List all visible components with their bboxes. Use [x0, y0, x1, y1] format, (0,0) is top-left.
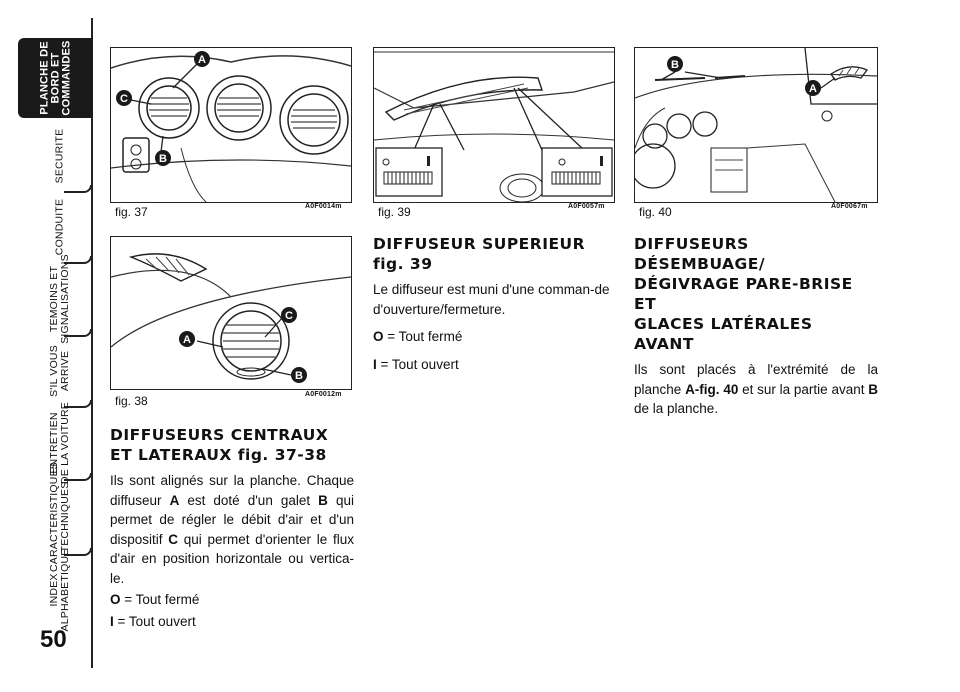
figure-40-label: fig. 40	[639, 205, 672, 219]
callout-c: C	[116, 90, 132, 106]
closed-position-text: O = Tout fermé	[110, 592, 200, 607]
tab-separator	[64, 329, 92, 337]
callout-a: A	[805, 80, 821, 96]
page-number: 50	[40, 626, 67, 653]
section-upper-vent: DIFFUSEUR SUPERIEUR fig. 39 Le diffuseur…	[373, 234, 617, 374]
svg-text:C: C	[120, 93, 128, 105]
side-vent-illustration: C A B	[111, 253, 351, 383]
section-demist-vents: DIFFUSEURS DÉSEMBUAGE/ DÉGIVRAGE PARE-BR…	[634, 234, 878, 419]
tab-label: SECURITE	[53, 128, 66, 184]
chapter-tab-strip: PLANCHE DE BORD ET COMMANDES SECURITE CO…	[0, 0, 100, 692]
tab-separator	[64, 185, 92, 193]
section-paragraph: Le diffuseur est muni d'une comman-de d'…	[373, 282, 610, 317]
figure-37-label: fig. 37	[115, 205, 148, 219]
callout-b: B	[291, 367, 307, 383]
tab-label: CONDUITE	[53, 198, 66, 256]
dashboard-vents-illustration: A C B	[111, 51, 351, 202]
tab-caracteristiques[interactable]: CARACTERISTIQUES TECHNIQUES	[28, 462, 92, 572]
tab-label: INDEX ALPHABETIQUE	[48, 548, 71, 632]
open-position-text: I = Tout ouvert	[373, 356, 459, 372]
figure-40-code: A0F0067m	[831, 203, 868, 210]
section-central-vents: DIFFUSEURS CENTRAUX ET LATERAUX fig. 37-…	[110, 425, 354, 631]
figure-37-code: A0F0014m	[305, 203, 342, 210]
tab-temoins[interactable]: TEMOINS ET SIGNALISATIONS	[28, 254, 92, 344]
tab-strip-divider	[91, 18, 93, 668]
svg-text:B: B	[671, 59, 679, 71]
svg-text:C: C	[285, 310, 293, 322]
section-title: DIFFUSEUR SUPERIEUR fig. 39	[373, 235, 586, 273]
section-paragraph: Ils sont placés à l'extrémité de la plan…	[634, 362, 878, 416]
svg-text:A: A	[183, 334, 191, 346]
figure-38-image: C A B	[110, 236, 352, 390]
figure-39-label: fig. 39	[378, 205, 411, 219]
svg-text:B: B	[295, 370, 303, 382]
tab-index[interactable]: INDEX ALPHABETIQUE	[28, 549, 92, 632]
callout-b: B	[667, 56, 683, 72]
figure-39-code: A0F0057m	[568, 203, 605, 210]
callout-b: B	[155, 150, 171, 166]
tab-label: S'IL VOUS ARRIVE	[48, 345, 71, 397]
figure-38-code: A0F0012m	[305, 391, 342, 398]
tab-label: PLANCHE DE BORD ET COMMANDES	[38, 40, 72, 116]
callout-c: C	[281, 307, 297, 323]
figure-37-image: A C B	[110, 47, 352, 203]
tab-conduite[interactable]: CONDUITE	[28, 193, 92, 264]
section-title: DIFFUSEURS DÉSEMBUAGE/ DÉGIVRAGE PARE-BR…	[634, 235, 853, 353]
closed-position-text: O = Tout fermé	[373, 329, 463, 344]
tab-planche-de-bord[interactable]: PLANCHE DE BORD ET COMMANDES	[18, 38, 93, 118]
callout-a: A	[179, 331, 195, 347]
section-title: DIFFUSEURS CENTRAUX ET LATERAUX fig. 37-…	[110, 426, 329, 464]
open-position-text: I = Tout ouvert	[110, 613, 196, 629]
figure-40-image: B A	[634, 47, 878, 203]
svg-text:B: B	[159, 153, 167, 165]
svg-text:A: A	[198, 54, 206, 66]
section-paragraph: Ils sont alignés sur la planche. Chaque …	[110, 473, 354, 586]
figure-38-label: fig. 38	[115, 394, 148, 408]
tab-securite[interactable]: SECURITE	[28, 122, 92, 193]
demist-vents-illustration: B A	[635, 48, 877, 202]
upper-vent-illustration	[374, 51, 614, 202]
figure-39-image	[373, 47, 615, 203]
callout-a: A	[194, 51, 210, 67]
svg-text:A: A	[809, 83, 817, 95]
tab-sil-vous-arrive[interactable]: S'IL VOUS ARRIVE	[28, 337, 92, 408]
tab-entretien[interactable]: ENTRETIEN DE LA VOITURE	[28, 402, 92, 484]
